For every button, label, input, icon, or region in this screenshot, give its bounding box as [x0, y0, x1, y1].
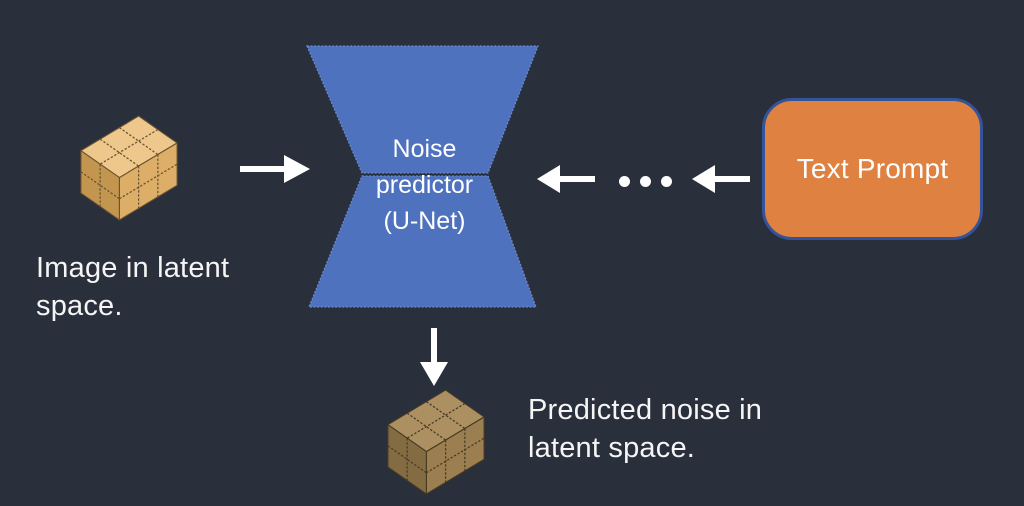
latent-image-caption-line2: space.	[36, 290, 123, 322]
arrow-unet-output-down-icon	[420, 328, 448, 386]
text-prompt-label: Text Prompt	[796, 153, 949, 184]
arrow-latent-to-unet-icon	[240, 155, 310, 183]
dot-icon	[619, 176, 630, 187]
latent-image-cube	[80, 115, 178, 221]
dot-icon	[661, 176, 672, 187]
text-prompt-box: Text Prompt	[762, 98, 983, 240]
arrow-from-text-prompt-icon	[692, 165, 750, 193]
unet-label-line3: (U-Net)	[383, 207, 466, 235]
arrow-unet-input-left-icon	[537, 165, 595, 193]
unet-decoder-trapezoid	[308, 175, 537, 308]
unet-label: Noise predictor (U-Net)	[327, 131, 522, 239]
predicted-noise-caption-line2: latent space.	[528, 432, 696, 464]
dot-icon	[640, 176, 651, 187]
ellipsis-dots-icon	[619, 176, 672, 187]
unet-label-line1: Noise	[392, 135, 457, 163]
predicted-noise-cube	[387, 389, 485, 495]
latent-image-caption: Image in latent space.	[36, 249, 229, 325]
predicted-noise-caption: Predicted noise in latent space.	[528, 391, 762, 467]
latent-image-caption-line1: Image in latent	[36, 252, 230, 284]
unet-label-line2: predictor	[375, 171, 474, 199]
unet-hourglass-shape	[306, 45, 539, 308]
predicted-noise-caption-line1: Predicted noise in	[528, 394, 763, 426]
unet-encoder-trapezoid	[306, 45, 539, 174]
